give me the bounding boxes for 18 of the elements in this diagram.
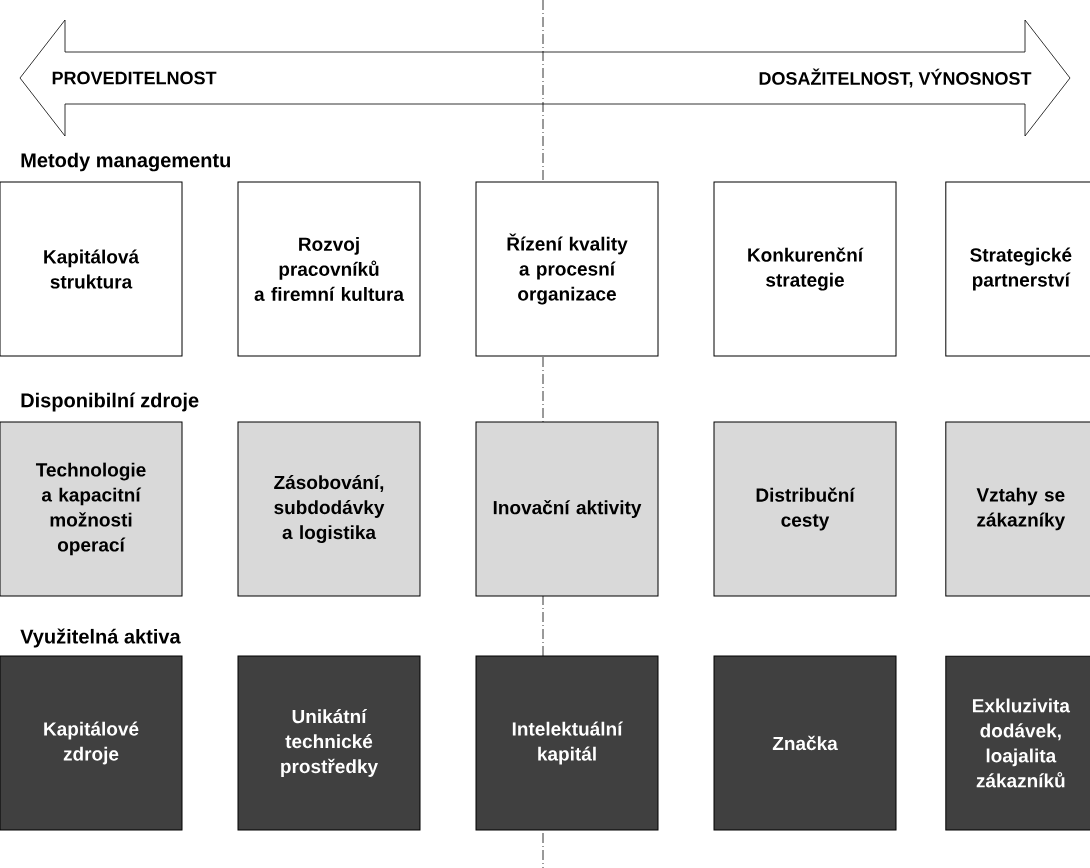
asset-box: Značka bbox=[713, 655, 897, 831]
resource-box: Technologie a kapacitní možnosti operací bbox=[0, 421, 183, 597]
resource-box: Vztahy se zákazníky bbox=[945, 421, 1090, 597]
row-heading: Metody managementu bbox=[21, 152, 230, 172]
method-box: Kapitálová struktura bbox=[0, 181, 183, 357]
row-heading: Disponibilní zdroje bbox=[21, 392, 199, 412]
method-box: Konkurenční strategie bbox=[713, 181, 897, 357]
method-box: Řízení kvality a procesní organizace bbox=[475, 181, 659, 357]
method-box: Rozvoj pracovníků a firemní kultura bbox=[237, 181, 421, 357]
asset-box: Unikátní technické prostředky bbox=[237, 655, 421, 831]
resource-box: Distribuční cesty bbox=[713, 421, 897, 597]
asset-box: Kapitálové zdroje bbox=[0, 655, 183, 831]
asset-box: Exkluzivita dodávek, loajalita zákazníků bbox=[945, 655, 1090, 831]
method-box: Strategické partnerství bbox=[945, 181, 1090, 357]
resource-box: Inovační aktivity bbox=[475, 421, 659, 597]
asset-box: Intelektuální kapitál bbox=[475, 655, 659, 831]
resource-box: Zásobování, subdodávky a logistika bbox=[237, 421, 421, 597]
row-heading: Využitelná aktiva bbox=[20, 628, 181, 648]
